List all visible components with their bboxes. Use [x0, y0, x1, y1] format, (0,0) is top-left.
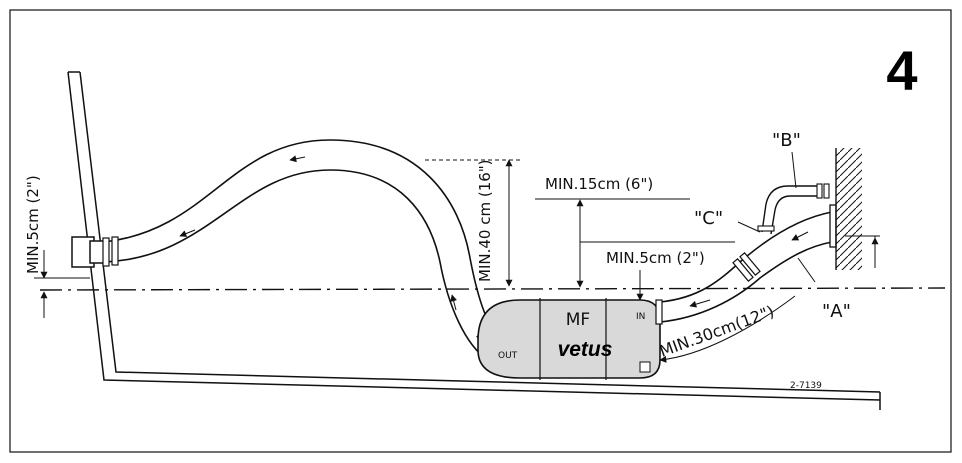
hose-clamp [102, 236, 119, 267]
callout-c: "C" [694, 208, 723, 229]
cooling-water-pipe [761, 185, 820, 235]
dimension-min-5cm-inlet [580, 235, 880, 301]
flow-arrow [689, 231, 809, 308]
waterline [39, 287, 946, 291]
callout-leaders [737, 151, 816, 283]
dimension-min-5cm-hull-label: MIN.5cm (2") [24, 175, 42, 274]
flow-arrow [179, 155, 458, 311]
engine-exhaust-elbow [829, 148, 862, 270]
figure-number: 4 [886, 39, 917, 102]
dimension-min-30cm-label: MIN.30cm(12") [657, 302, 777, 361]
dimension-min-15cm-label: MIN.15cm (6") [545, 175, 653, 193]
transom-outlet [71, 236, 105, 268]
muffler-label: MF [566, 310, 590, 330]
dimension-min-5cm-inlet-label: MIN.5cm (2") [606, 249, 705, 267]
muffler-port-in: IN [636, 312, 645, 322]
dimension-min-30cm [659, 295, 796, 363]
dimension-min-5cm-hull [34, 250, 90, 318]
callout-b: "B" [772, 130, 801, 151]
hose-clamp [655, 252, 761, 325]
dimension-min-40cm-label: MIN.40 cm (16") [476, 159, 494, 282]
muffler-port-out: OUT [498, 351, 518, 361]
vetus-logo: vetus [558, 338, 613, 361]
waterlock-muffler [477, 298, 661, 380]
callout-a: "A" [822, 301, 851, 322]
figure-code: 2-7139 [790, 381, 822, 391]
exhaust-hose-outlet [103, 139, 506, 361]
figure-frame [9, 9, 952, 453]
hull [67, 71, 881, 410]
dimension-min-40cm [425, 159, 520, 287]
exhaust-hose-inlet [659, 211, 833, 323]
hose-clamp [757, 183, 830, 232]
dimension-min-15cm [535, 198, 690, 288]
